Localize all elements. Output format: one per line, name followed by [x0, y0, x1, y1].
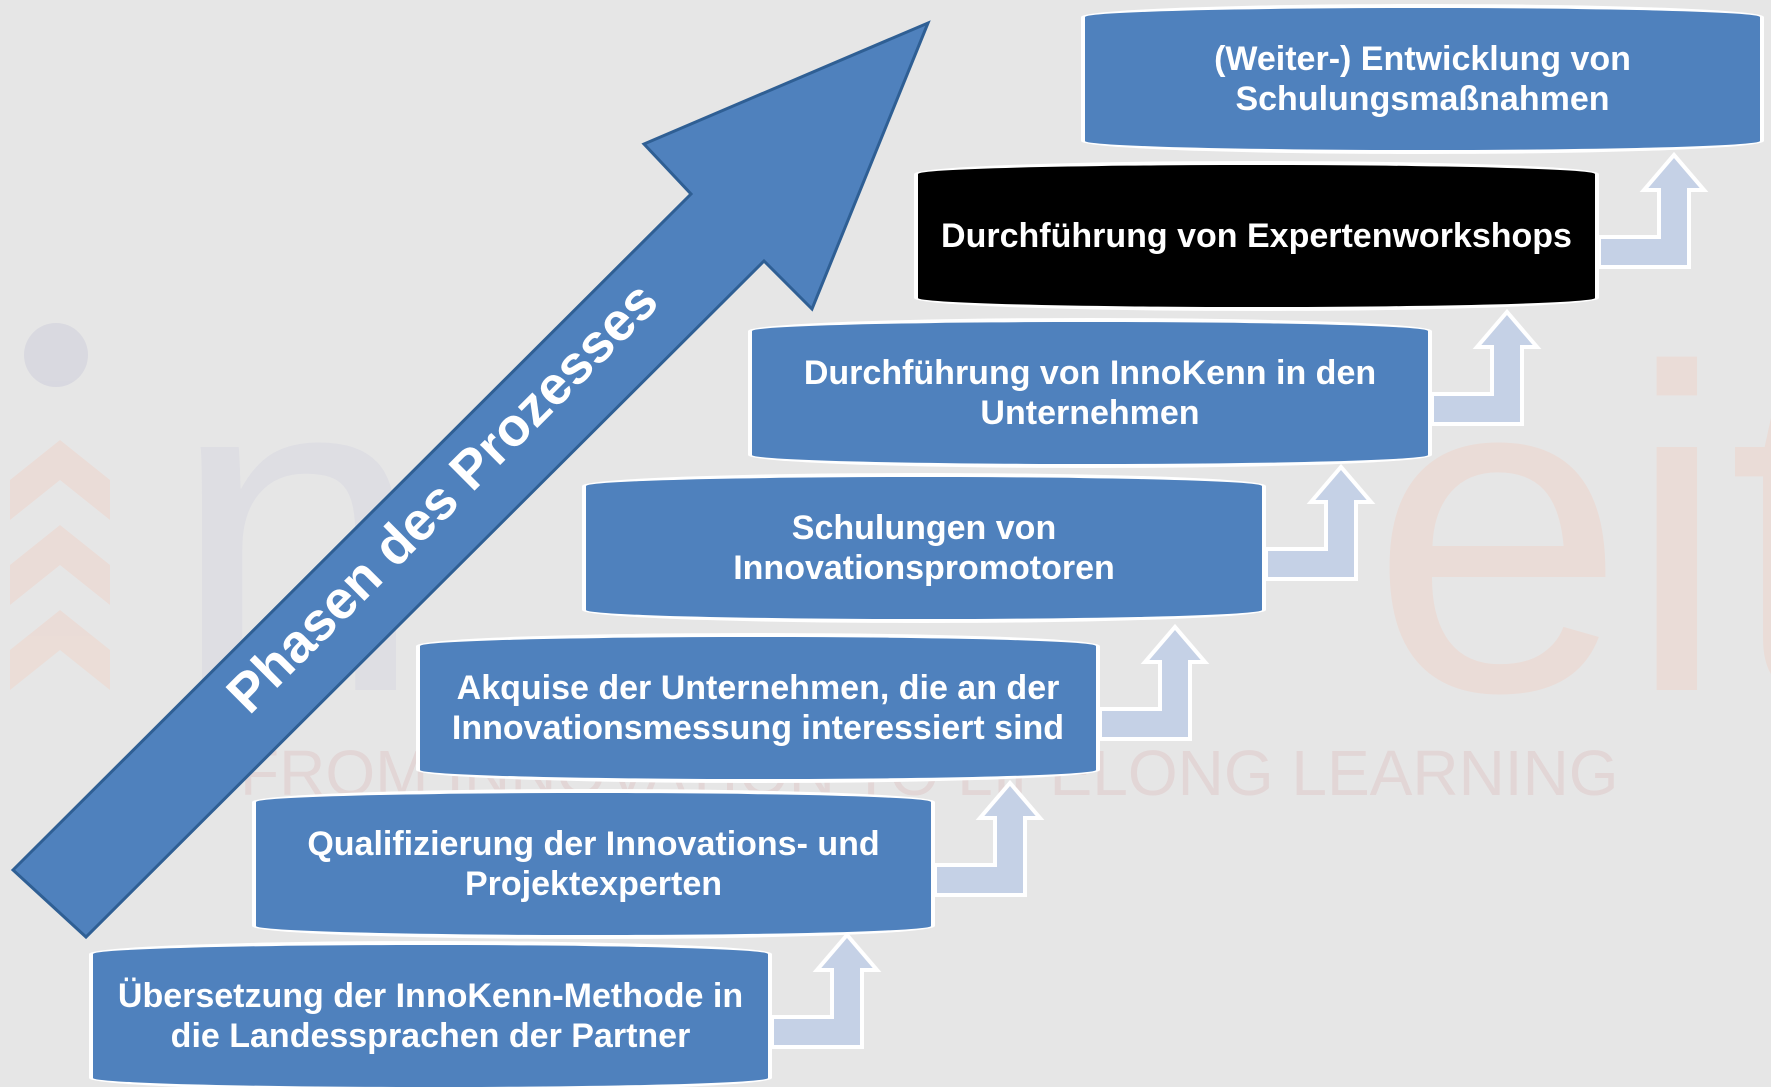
connector-arrow-5 — [1430, 308, 1542, 426]
step-1-translation: Übersetzung der InnoKenn-Methode in die … — [93, 945, 768, 1087]
step-7-development: (Weiter-) Entwicklung von Schulungsmaßna… — [1085, 8, 1760, 150]
step-3-acquisition: Akquise der Unternehmen, die an der Inno… — [420, 637, 1096, 779]
connector-arrow-6 — [1597, 151, 1709, 269]
step-7-label: (Weiter-) Entwicklung von Schulungsmaßna… — [1214, 39, 1631, 118]
step-2-label: Qualifizierung der Innovations- und Proj… — [307, 824, 880, 903]
step-6-label: Durchführung von Expertenworkshops — [941, 216, 1572, 255]
step-4-label: Schulungen von Innovationspromotoren — [733, 508, 1115, 587]
step-5-innokenn: Durchführung von InnoKenn in den Unterne… — [752, 322, 1428, 464]
connector-arrow-3 — [1098, 623, 1210, 741]
connector-arrow-2 — [933, 779, 1045, 897]
process-arrow-shape — [10, 20, 931, 940]
connector-arrow-1 — [770, 931, 882, 1049]
connector-arrow-4 — [1264, 463, 1376, 581]
step-4-training: Schulungen von Innovationspromotoren — [586, 477, 1262, 619]
step-5-label: Durchführung von InnoKenn in den Unterne… — [803, 353, 1377, 432]
step-3-label: Akquise der Unternehmen, die an der Inno… — [451, 668, 1065, 747]
step-2-qualification: Qualifizierung der Innovations- und Proj… — [256, 793, 931, 935]
svg-text:eit: eit — [1370, 275, 1771, 788]
step-6-workshops: Durchführung von Expertenworkshops — [918, 165, 1595, 307]
step-1-label: Übersetzung der InnoKenn-Methode in die … — [117, 976, 744, 1055]
